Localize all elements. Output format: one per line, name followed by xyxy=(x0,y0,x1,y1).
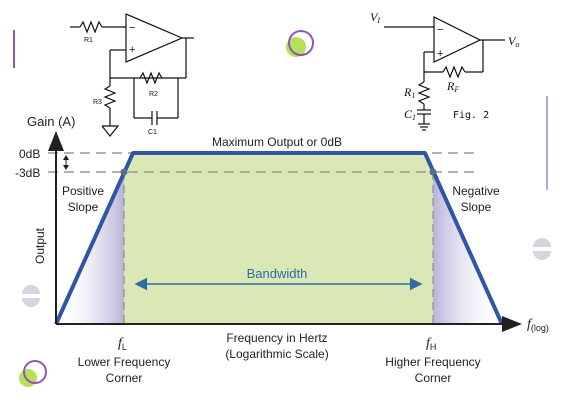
lower-corner-label-line2: Corner xyxy=(106,371,143,385)
frequency-axis-symbol: f(log) xyxy=(527,317,549,333)
lower-corner-point xyxy=(120,168,128,176)
circuit-1-labels: R1 R3 R2 C1 − + xyxy=(84,22,158,136)
max-output-label: Maximum Output or 0dB xyxy=(212,135,342,149)
circuit2-minus-label: − xyxy=(437,24,443,36)
circuit2-vi-label: VI xyxy=(370,10,380,25)
circuit2-r1-resistor xyxy=(417,81,431,105)
circuit2-opamp xyxy=(433,16,482,63)
deco-circle-ring-top xyxy=(288,30,314,56)
frequency-response-graph xyxy=(48,131,522,332)
decorations xyxy=(13,30,551,387)
y-axis-title: Gain (A) xyxy=(27,114,75,129)
higher-corner-label-line2: Corner xyxy=(415,371,452,385)
response-curve xyxy=(54,151,504,325)
freq-axis-label-line2: (Logarithmic Scale) xyxy=(225,347,328,361)
circuit-2 xyxy=(384,16,505,131)
deco-half-disc-1 xyxy=(22,285,40,294)
fh-symbol: fH xyxy=(426,336,436,352)
circuit1-c1-label: C1 xyxy=(148,129,157,136)
circuit2-r1-label: R1 xyxy=(403,85,415,100)
deco-half-disc-2 xyxy=(22,298,40,307)
circuit1-plus-label: + xyxy=(129,44,135,56)
passband-region xyxy=(124,153,433,324)
positive-slope-label-line1: Positive xyxy=(62,184,104,198)
circuit1-opamp xyxy=(125,13,184,63)
circuit1-r2-resistor xyxy=(139,71,163,85)
figure-caption: Fig. 2 xyxy=(453,110,489,121)
circuit-2-labels: VI Vo R1 C1 RF − + Fig. 2 xyxy=(370,10,519,122)
deco-circle-green-top xyxy=(286,37,306,57)
circuit2-plus-label: + xyxy=(437,48,443,60)
fl-symbol: fL xyxy=(118,336,127,352)
circuit-1 xyxy=(70,13,194,137)
negative-slope-label-line1: Negative xyxy=(452,184,500,198)
bandwidth-label: Bandwidth xyxy=(247,266,308,281)
circuit1-minus-label: − xyxy=(129,22,135,34)
tick-minus-3db: -3dB xyxy=(15,166,40,180)
circuit2-rf-label: RF xyxy=(446,79,459,94)
circuit1-r1-label: R1 xyxy=(84,37,93,44)
deco-half-disc-3 xyxy=(533,238,551,247)
circuit2-vo-label: Vo xyxy=(508,34,519,49)
higher-corner-label-line1: Higher Frequency xyxy=(385,355,480,369)
deco-half-disc-4 xyxy=(533,251,551,260)
circuit1-r3-resistor xyxy=(103,85,117,109)
negative-slope-label-line2: Slope xyxy=(461,200,492,214)
circuit2-c1-label: C1 xyxy=(404,107,416,122)
tick-0db: 0dB xyxy=(19,147,40,161)
circuit1-r1-resistor xyxy=(79,20,103,34)
frequency-symbols: fL fH f(log) xyxy=(118,317,549,352)
db-marker-arrow-up xyxy=(63,155,69,160)
upper-corner-point xyxy=(429,168,437,176)
output-label: Output xyxy=(33,227,47,264)
freq-axis-label-line1: Frequency in Hertz xyxy=(226,331,327,345)
deco-circle-green-bottom xyxy=(19,369,37,387)
graph-labels: Gain (A) 0dB -3dB Output Maximum Output … xyxy=(15,114,500,385)
deco-circle-ring-bottom xyxy=(23,360,47,384)
circuit2-rf-resistor xyxy=(442,65,466,79)
circuit1-ground-symbol xyxy=(101,125,120,137)
lower-corner-label-line1: Lower Frequency xyxy=(78,355,171,369)
db-marker-arrow-down xyxy=(63,165,69,170)
circuit1-r3-label: R3 xyxy=(93,99,102,106)
positive-slope-label-line2: Slope xyxy=(68,200,99,214)
circuit1-r2-label: R2 xyxy=(149,91,158,98)
